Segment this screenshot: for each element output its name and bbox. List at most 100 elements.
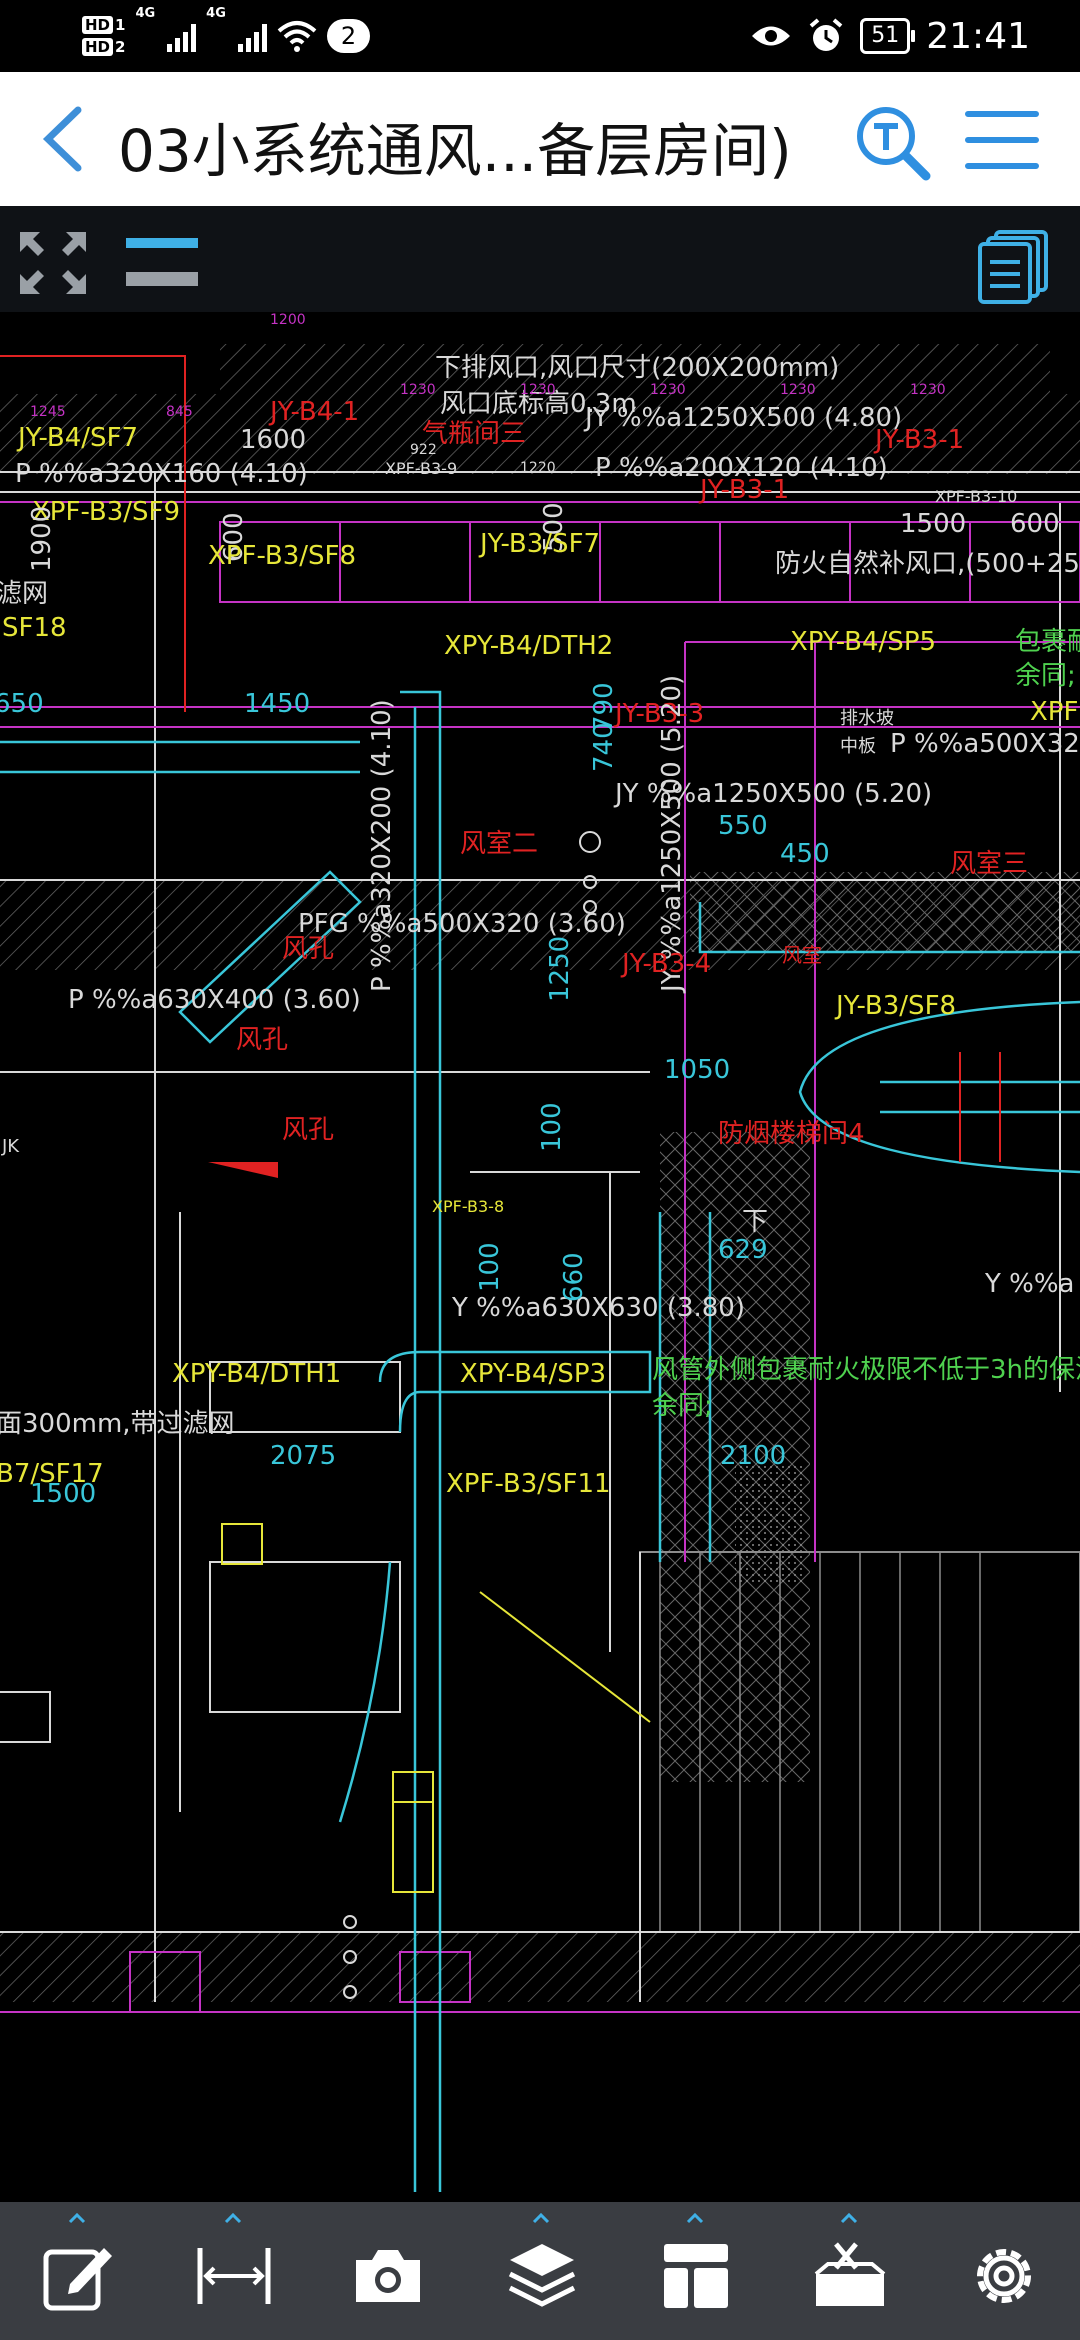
tool-measure[interactable] xyxy=(158,2202,308,2340)
label-jy-b3-4: JY-B3-4 xyxy=(620,949,711,979)
label-dim-1500b: 1500 xyxy=(30,1479,96,1509)
label-dim-740: 740 xyxy=(589,722,619,772)
label-dim-2075: 2075 xyxy=(270,1441,336,1471)
label-dim-650: 650 xyxy=(0,689,44,719)
label-air-room2: 风室二 xyxy=(460,829,538,859)
camera-icon xyxy=(356,2250,420,2302)
tool-toolbox[interactable] xyxy=(774,2202,924,2340)
network-type-2: 4G xyxy=(206,6,226,21)
caret-up-icon xyxy=(224,2212,242,2224)
expand-icon[interactable] xyxy=(16,228,90,298)
back-icon[interactable] xyxy=(30,102,100,176)
caret-up-icon xyxy=(532,2212,550,2224)
label-wind-hole-2: 风孔 xyxy=(236,1025,288,1055)
label-jy-b4-sf7: JY-B4/SF7 xyxy=(16,423,138,453)
measure-icon xyxy=(197,2248,271,2304)
label-wrap-note: 风管外侧包裹耐火极限不低于3h的保温防火板 xyxy=(652,1355,1080,1385)
dim-1230e: 1230 xyxy=(910,382,946,398)
label-dim-629: 629 xyxy=(718,1235,768,1265)
tool-edit[interactable] xyxy=(2,2202,152,2340)
label-xpf-b3-8: XPF-B3-8 xyxy=(432,1197,504,1216)
label-jy-b3-3: JY-B3-3 xyxy=(613,699,704,729)
label-jy-b3-sf7: JY-B3/SF7 xyxy=(478,529,600,559)
title-bar: 03小系统通风...备层房间) xyxy=(0,72,1080,206)
drawing-toolbar xyxy=(0,206,1080,312)
label-dim-1220: 1220 xyxy=(520,460,556,476)
label-xpy-b4-sp5: XPY-B4/SP5 xyxy=(790,627,936,657)
label-xpf-b3-sf11: XPF-B3/SF11 xyxy=(446,1469,611,1499)
label-xpf-r: XPF xyxy=(1030,697,1078,727)
wifi-icon xyxy=(277,21,317,52)
wall-cross-mid xyxy=(690,872,1080,952)
text-search-icon[interactable] xyxy=(852,102,932,182)
label-dim-1500: 1500 xyxy=(900,509,966,539)
label-xpf-b3-sf9: XPF-B3/SF9 xyxy=(32,497,180,527)
label-rest-same-2: 余同; xyxy=(652,1391,713,1421)
label-dim-1600: 1600 xyxy=(240,425,306,455)
notification-count: 2 xyxy=(326,19,371,53)
stair-lines xyxy=(659,1552,981,1932)
bottom-toolbar xyxy=(0,2202,1080,2340)
label-xpf-b3-9: XPF-B3-9 xyxy=(385,459,457,478)
label-filter-note: 面300mm,带过滤网 xyxy=(0,1409,235,1439)
column-dots xyxy=(735,1462,805,1582)
label-y-630x630: Y %%a630X630 (3.80) xyxy=(451,1293,745,1323)
cyan-ducts xyxy=(0,690,1080,2192)
label-y-right: Y %%a xyxy=(984,1269,1075,1299)
label-b7-sf17: B7/SF17 xyxy=(0,1459,104,1489)
label-rest-same: 余同; xyxy=(1015,661,1076,691)
label-dim-1450: 1450 xyxy=(244,689,310,719)
red-flag-marker xyxy=(208,1162,278,1178)
label-drain-valve: 排水坡 xyxy=(840,708,894,729)
caret-up-icon xyxy=(840,2212,858,2224)
label-air-room3: 风室三 xyxy=(950,849,1028,879)
label-jy-b3-1b: JY-B3-1 xyxy=(698,475,789,505)
label-wrap-fire: 包裹耐火 xyxy=(1015,627,1080,657)
pages-icon[interactable] xyxy=(978,228,1050,306)
label-xpf-b3-10: XPF-B3-10 xyxy=(935,487,1017,506)
label-dim-100b: 100 xyxy=(475,1242,505,1292)
label-dim-1250: 1250 xyxy=(545,936,575,1002)
label-mid-plate: 中板 xyxy=(840,736,876,757)
label-dim-100: 100 xyxy=(537,1102,567,1152)
layer-toggle-icon[interactable] xyxy=(124,232,200,296)
tool-layers[interactable] xyxy=(466,2202,616,2340)
label-wind-hole-3: 风孔 xyxy=(282,1115,334,1145)
cad-drawing[interactable]: 下排风口,风口尺寸(200X200mm) 风口底标高0.3m 1200 1245… xyxy=(0,312,1080,2202)
layout-icon xyxy=(664,2244,728,2308)
yellow-fittings xyxy=(221,1523,651,1893)
label-dim-500: 500 xyxy=(539,502,569,552)
label-p-200x120: P %%a200X120 (4.10) xyxy=(595,453,888,483)
battery-indicator: 51 xyxy=(860,18,916,54)
label-jy-b3-1: JY-B3-1 xyxy=(873,425,964,455)
signal-1-icon xyxy=(167,20,197,52)
wall-hatch-top2 xyxy=(220,344,1050,394)
tool-settings[interactable] xyxy=(928,2202,1078,2340)
dim-845: 845 xyxy=(166,404,193,420)
label-jy-b3-sf8: JY-B3/SF8 xyxy=(834,991,956,1021)
label-jy-1250x500-480: JY %%a1250X500 (4.80) xyxy=(583,403,902,433)
label-air-room-small: 风室 xyxy=(782,943,822,967)
cad-drawing-canvas[interactable]: 下排风口,风口尺寸(200X200mm) 风口底标高0.3m 1200 1245… xyxy=(0,312,1080,2202)
label-natural-air: 防火自然补风口,(500+250)X xyxy=(775,549,1080,579)
clock: 21:41 xyxy=(926,15,1030,57)
label-dim-550: 550 xyxy=(718,811,768,841)
tool-camera[interactable] xyxy=(312,2202,462,2340)
label-p-630x400: P %%a630X400 (3.60) xyxy=(68,985,361,1015)
dim-1230c: 1230 xyxy=(650,382,686,398)
label-filter-net: 滤网 xyxy=(0,579,48,609)
fitting-circles xyxy=(343,831,601,1999)
status-right: 51 21:41 xyxy=(750,8,1030,64)
label-dim-1050: 1050 xyxy=(664,1055,730,1085)
label-dim-660: 660 xyxy=(559,1252,589,1302)
dim-1200: 1200 xyxy=(270,312,306,328)
label-gas-room3: 气瓶间三 xyxy=(422,419,526,449)
menu-icon[interactable] xyxy=(964,106,1040,174)
caret-up-icon xyxy=(686,2212,704,2224)
tool-layout[interactable] xyxy=(620,2202,770,2340)
label-xpf-b3-sf8: XPF-B3/SF8 xyxy=(208,541,356,571)
